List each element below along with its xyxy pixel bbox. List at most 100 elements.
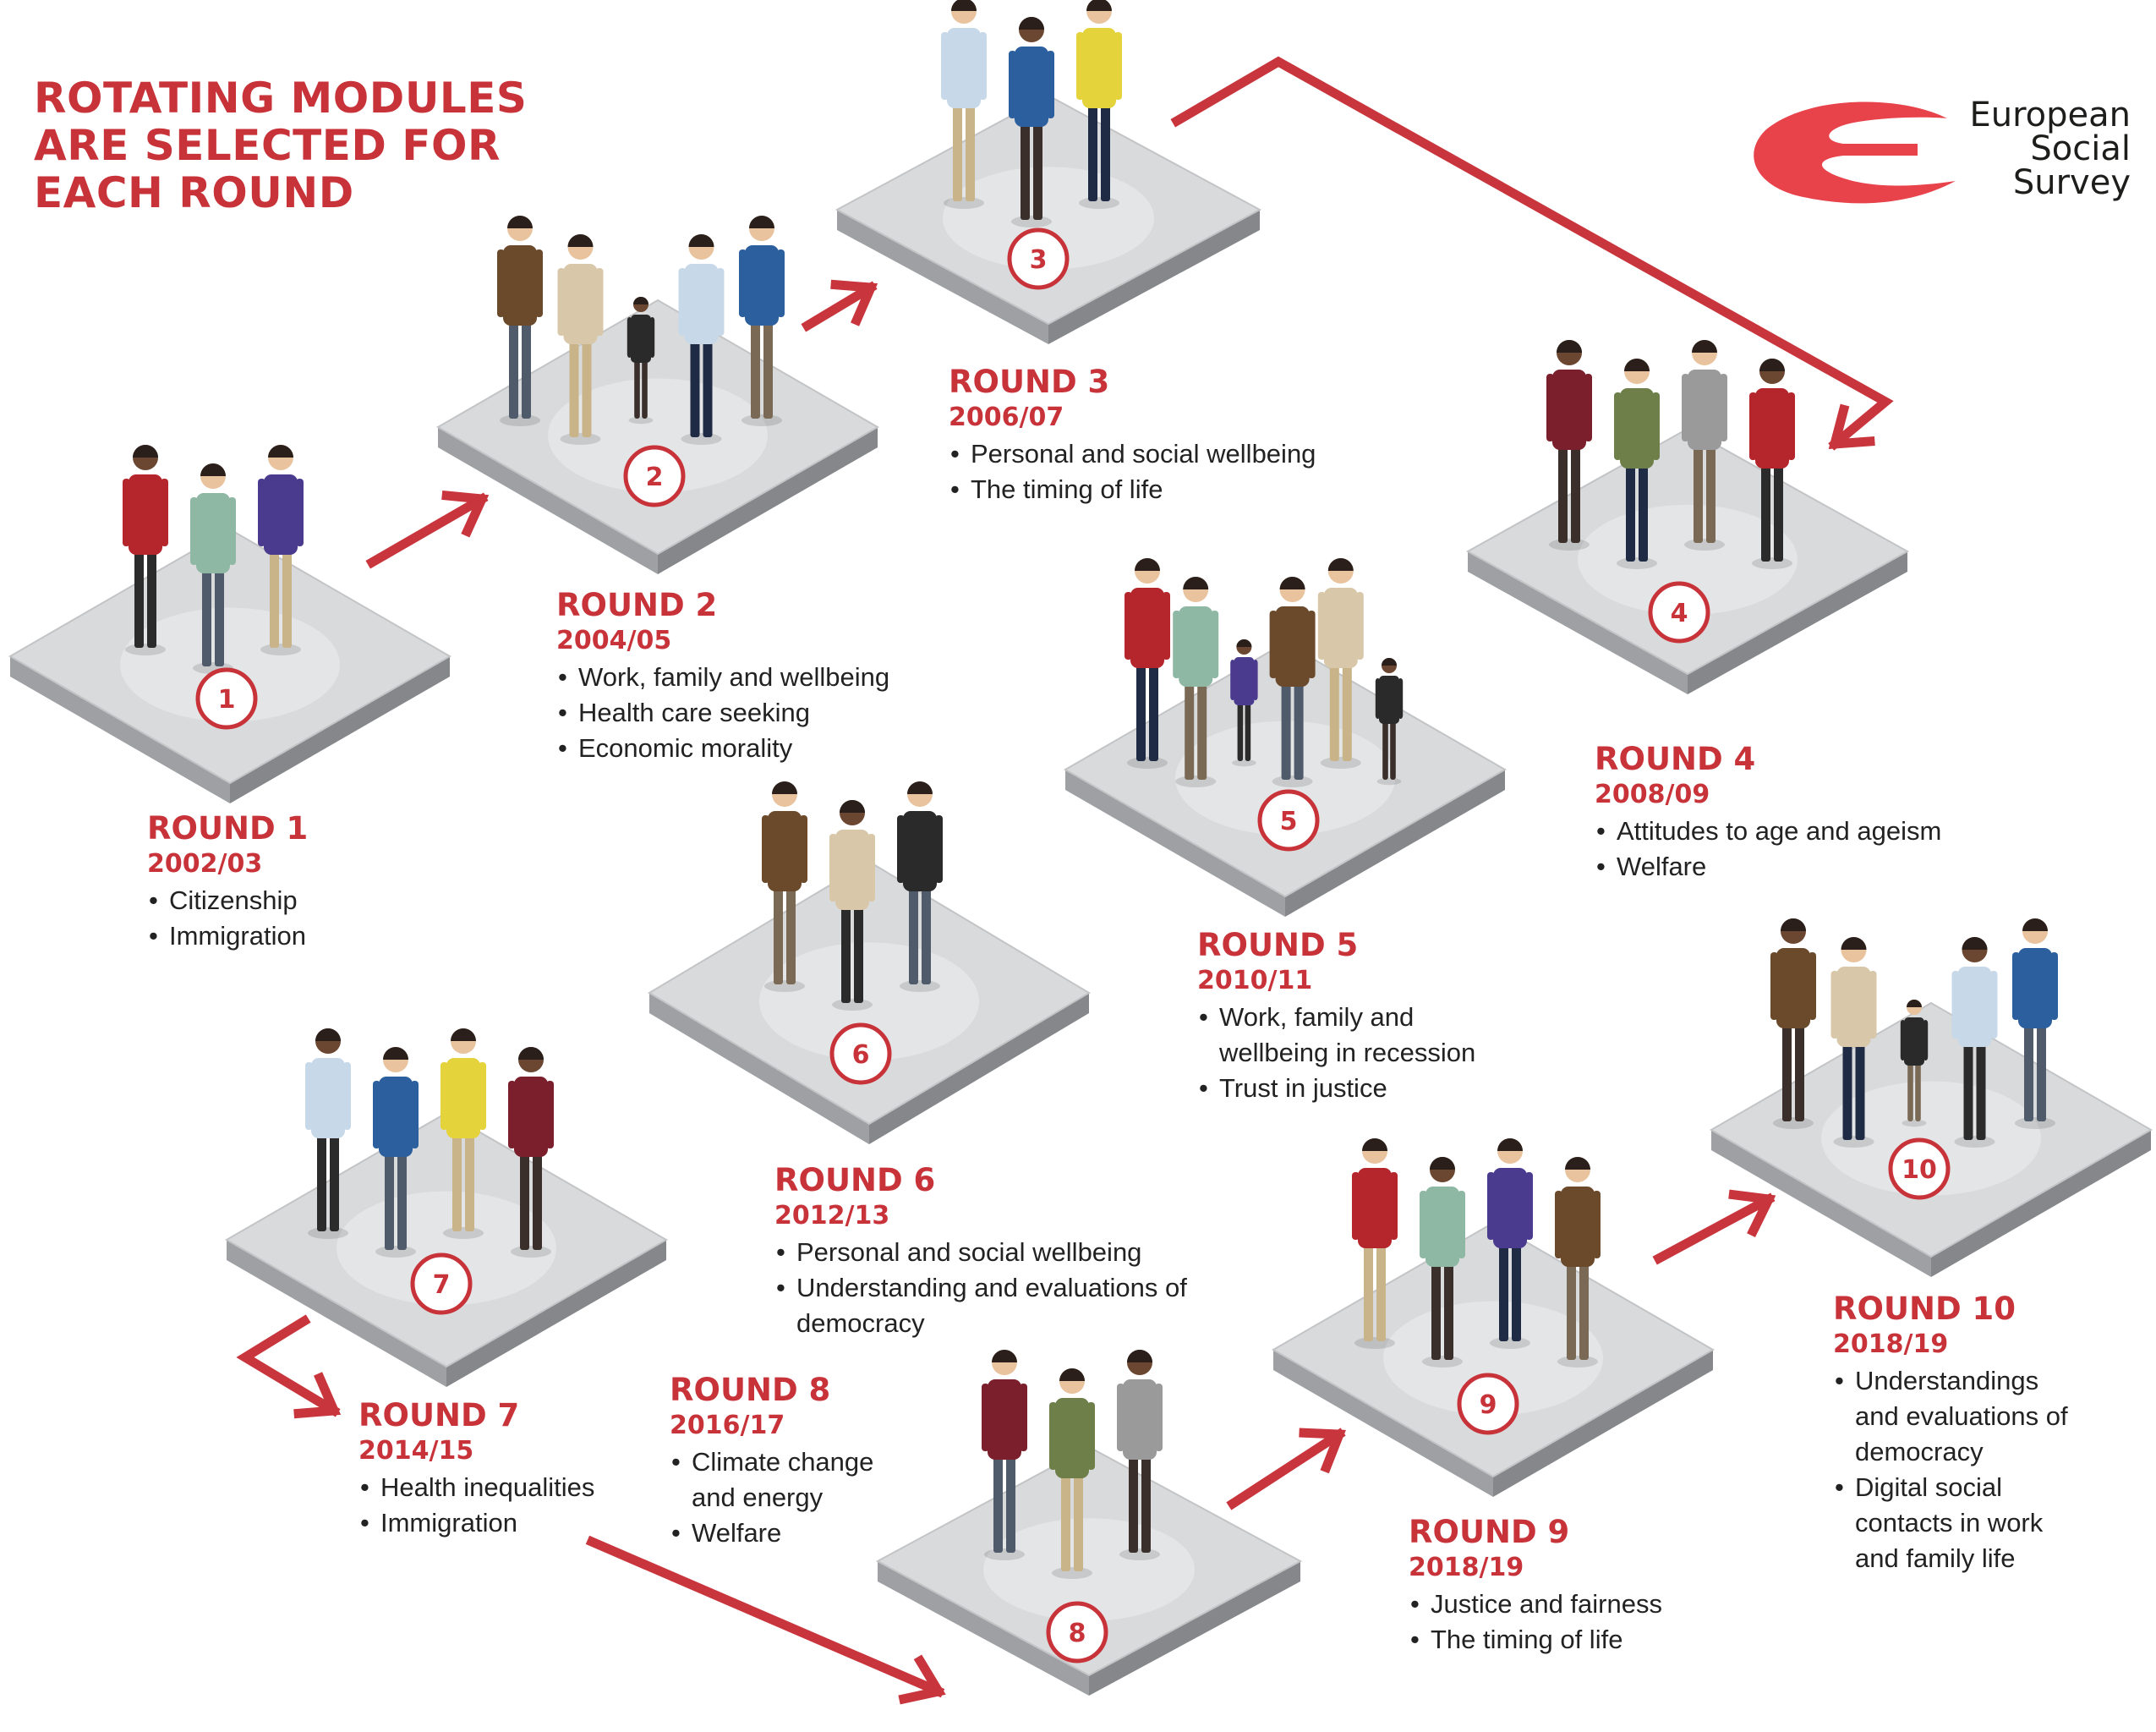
round-3-info: ROUND 3 2006/07 Personal and social well… [949,364,1316,507]
person-icon [190,463,236,674]
round-2-topic-1: Work, family and wellbeing [556,660,889,695]
round-4-topic-2: Welfare [1595,849,1941,885]
round-10-badge: 10 [1888,1137,1951,1200]
person-icon [305,1028,351,1239]
round-5-topic-1: Work, family and wellbeing in recession [1197,1000,1519,1071]
round-9-topic-2: The timing of life [1409,1622,1662,1658]
round-3-topics: Personal and social wellbeing The timing… [949,436,1316,507]
arrow-7-to-8-icon [585,1535,946,1705]
headline-line-3: EACH ROUND [34,168,354,217]
person-icon [627,297,655,425]
person-icon [1951,937,1998,1148]
round-2-platform: 2 [435,216,880,574]
round-5-number: 5 [1280,807,1298,836]
round-4-info: ROUND 4 2008/09 Attitudes to age and age… [1595,741,1941,885]
person-icon [1009,17,1054,227]
person-icon [1546,340,1592,551]
person-icon [1230,639,1258,767]
round-10-topic-1: Understandings and evaluations of democr… [1833,1363,2070,1470]
round-2-title: ROUND 2 [556,587,718,623]
ess-logo-mark-icon [1754,101,1956,204]
person-icon [1352,1138,1398,1349]
person-icon [1317,558,1364,769]
round-6-platform: 6 [648,781,1091,1144]
round-4-badge: 4 [1648,581,1710,644]
person-icon [1076,0,1122,209]
person-icon [1173,577,1219,787]
round-8-year: 2016/17 [670,1411,785,1440]
person-icon [1375,658,1404,786]
round-2-number: 2 [646,463,664,492]
round-8-topic-2: Welfare [670,1516,915,1551]
round-7-title: ROUND 7 [358,1397,520,1433]
round-10-topic-2: Digital social contacts in work and fami… [1833,1470,2070,1576]
person-icon [441,1028,486,1239]
round-2-topics: Work, family and wellbeing Health care s… [556,660,889,766]
round-3-number: 3 [1030,245,1048,275]
round-10-info: ROUND 10 2018/19 Understandings and eval… [1833,1291,2070,1576]
round-9-info: ROUND 9 2018/19 Justice and fairness The… [1409,1514,1662,1658]
logo-text-social: Social [2030,129,2131,168]
round-6-title: ROUND 6 [774,1162,936,1198]
round-1-badge: 1 [195,667,258,730]
person-icon [1269,577,1316,787]
round-8-badge: 8 [1046,1601,1108,1663]
round-1-number: 1 [218,685,236,715]
round-1-topics: Citizenship Immigration [147,883,308,954]
round-6-topic-1: Personal and social wellbeing [774,1235,1214,1270]
person-icon [897,781,943,992]
round-1-info: ROUND 1 2002/03 Citizenship Immigration [147,810,308,954]
round-10-topics: Understandings and evaluations of democr… [1833,1363,2070,1576]
round-7-year: 2014/15 [358,1436,474,1466]
round-5-platform: 5 [1063,558,1508,917]
round-7-topic-1: Health inequalities [358,1470,594,1505]
arrows-layer [236,56,1894,1705]
person-icon [557,234,604,445]
round-4-platform: 4 [1465,340,1910,694]
round-4-title: ROUND 4 [1595,741,1756,777]
round-9-platform: 9 [1271,1138,1715,1497]
arrow-9-to-10-icon [1652,1189,1776,1265]
logo-text-survey: Survey [2012,163,2131,202]
arrow-6-to-7-icon [236,1314,342,1419]
person-icon [1420,1157,1465,1368]
round-5-title: ROUND 5 [1197,927,1359,963]
round-7-topics: Health inequalities Immigration [358,1470,594,1541]
arrow-2-to-3-icon [801,279,878,332]
round-2-info: ROUND 2 2004/05 Work, family and wellbei… [556,587,889,766]
round-9-badge: 9 [1457,1373,1519,1435]
arrow-8-to-9-icon [1226,1428,1346,1510]
round-5-info: ROUND 5 2010/11 Work, family and wellbei… [1197,927,1519,1106]
round-8-title: ROUND 8 [670,1372,831,1408]
round-4-topics: Attitudes to age and ageism Welfare [1595,814,1941,885]
round-3-badge: 3 [1007,227,1070,290]
round-6-number: 6 [852,1040,870,1070]
round-7-platform: 7 [224,1028,669,1387]
round-4-year: 2008/09 [1595,780,1710,809]
round-7-topic-2: Immigration [358,1505,594,1541]
round-2-badge: 2 [623,445,686,507]
round-4-number: 4 [1671,599,1688,628]
headline: ROTATING MODULES ARE SELECTED FOR EACH R… [34,74,527,216]
round-5-topic-2: Trust in justice [1197,1071,1519,1106]
person-icon [1900,1000,1929,1127]
round-5-year: 2010/11 [1197,966,1313,995]
person-icon [762,781,807,992]
round-10-title: ROUND 10 [1833,1291,2016,1327]
round-9-number: 9 [1480,1390,1497,1420]
round-8-topics: Climate change and energy Welfare [670,1444,915,1551]
round-9-topics: Justice and fairness The timing of life [1409,1587,1662,1658]
round-6-topic-2: Understanding and evaluations of democra… [774,1270,1214,1341]
person-icon [508,1047,554,1258]
round-6-badge: 6 [829,1022,892,1085]
person-icon [678,234,725,445]
round-3-topic-2: The timing of life [949,472,1316,507]
round-4-topic-1: Attitudes to age and ageism [1595,814,1941,849]
round-10-platform: 10 [1709,918,2153,1277]
person-icon [1830,937,1877,1148]
round-1-topic-2: Immigration [147,918,308,954]
round-8-number: 8 [1069,1619,1086,1648]
person-icon [829,800,875,1011]
person-icon [123,445,168,655]
